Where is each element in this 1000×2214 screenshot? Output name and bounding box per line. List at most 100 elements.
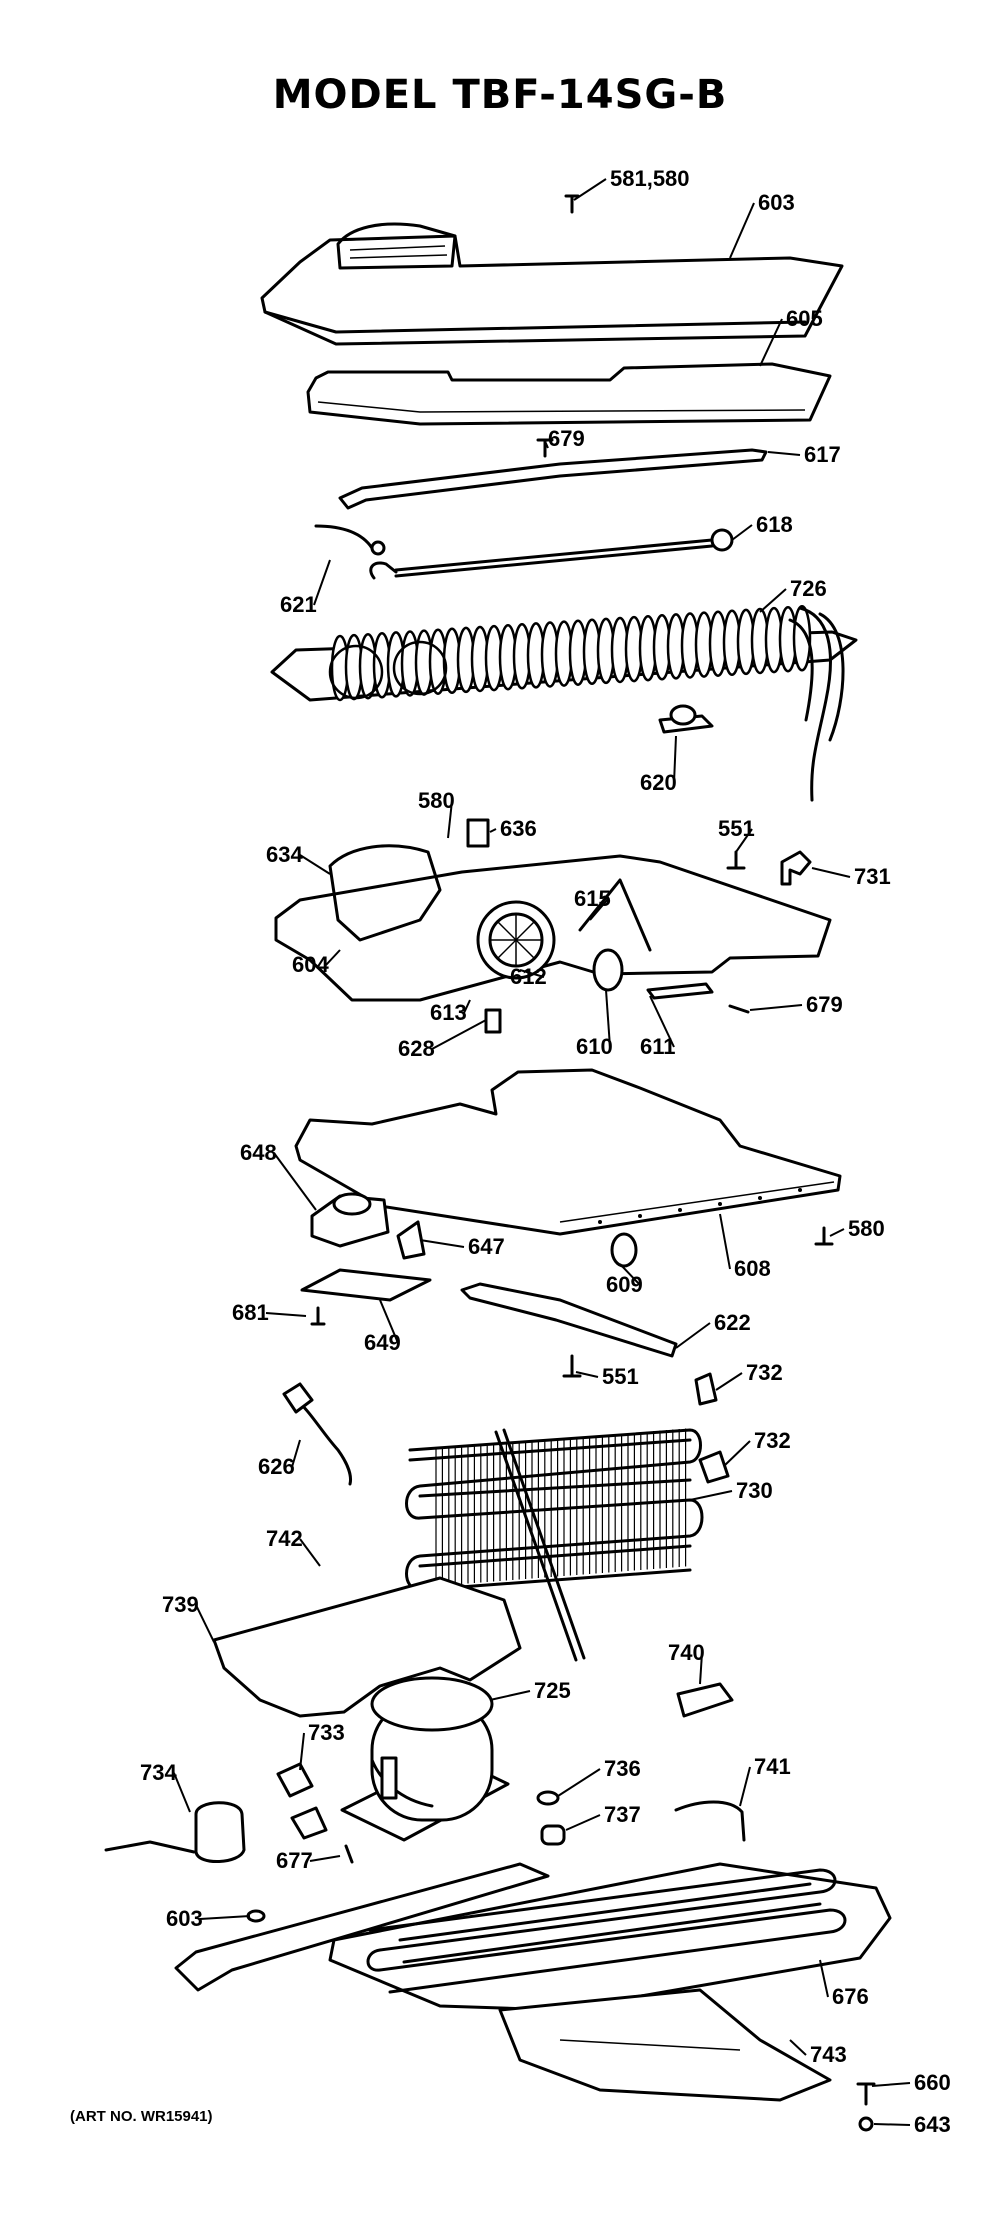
callout-626: 626	[258, 1454, 295, 1479]
leader-line	[325, 949, 341, 966]
leader-line	[299, 854, 331, 875]
callout-581-580: 581,580	[610, 166, 690, 191]
callout-634: 634	[266, 842, 303, 867]
leader-line	[759, 588, 787, 613]
callout-615: 615	[574, 886, 611, 911]
callout-611: 611	[640, 1034, 676, 1059]
leader-line	[199, 1915, 251, 1920]
part-compressor	[340, 1676, 510, 1842]
callout-604: 604	[292, 952, 329, 977]
part-shelf-plate	[294, 1068, 842, 1236]
part-clip-620	[658, 704, 714, 734]
callout-730: 730	[736, 1478, 773, 1503]
callout-681: 681	[232, 1300, 269, 1325]
coil-end	[328, 644, 384, 700]
coil-end	[392, 640, 448, 696]
leader-line	[173, 1772, 191, 1813]
callout-618: 618	[756, 512, 793, 537]
leader-line	[819, 1959, 829, 1998]
leader-line	[739, 1766, 751, 1807]
callout-628: 628	[398, 1036, 435, 1061]
part-top-cover	[260, 222, 844, 346]
leader-line	[313, 559, 331, 606]
callout-648: 648	[240, 1140, 277, 1165]
leader-line	[379, 1299, 399, 1344]
leader-line	[699, 1652, 703, 1685]
callout-609: 609	[606, 1272, 643, 1297]
leader-line	[463, 999, 471, 1014]
callout-679: 679	[806, 992, 843, 1017]
leader-line	[873, 2123, 911, 2126]
leader-line	[759, 318, 783, 367]
callout-733: 733	[308, 1720, 345, 1745]
leader-line	[715, 1372, 743, 1391]
callout-617: 617	[804, 442, 841, 467]
callout-743: 743	[810, 2042, 847, 2067]
leader-line	[309, 1855, 341, 1862]
leader-line	[675, 1322, 711, 1349]
callout-643: 643	[914, 2112, 951, 2137]
callout-551: 551	[602, 1364, 639, 1389]
callout-677: 677	[276, 1848, 313, 1873]
part-gasket	[306, 362, 832, 426]
part-evaporator	[270, 605, 858, 802]
callout-737: 737	[604, 1802, 641, 1827]
leader-line	[735, 828, 753, 853]
callout-736: 736	[604, 1756, 641, 1781]
leader-line	[811, 867, 851, 878]
callout-739: 739	[162, 1592, 199, 1617]
leader-line	[431, 1019, 487, 1050]
leader-line	[447, 800, 453, 839]
leader-line	[489, 1690, 531, 1701]
callout-740: 740	[668, 1640, 705, 1665]
leader-line	[731, 524, 753, 541]
part-base-cover	[212, 1576, 522, 1718]
part-heater-rod	[314, 524, 734, 580]
callout-679: 679	[548, 426, 585, 451]
callout-726: 726	[790, 576, 827, 601]
callout-676: 676	[832, 1984, 869, 2009]
callout-647: 647	[468, 1234, 505, 1259]
callout-636: 636	[500, 816, 537, 841]
leader-line	[299, 1732, 305, 1771]
callout-732: 732	[746, 1360, 783, 1385]
callout-731: 731	[854, 864, 891, 889]
leader-line	[871, 2082, 911, 2087]
leader-line	[489, 828, 497, 833]
callout-621: 621	[280, 592, 317, 617]
callout-741: 741	[754, 1754, 791, 1779]
coil-loop	[792, 605, 812, 672]
leader-line	[649, 995, 675, 1048]
leader-line	[829, 1228, 845, 1237]
leader-line	[419, 1239, 465, 1248]
part-base-frame	[174, 1862, 892, 2102]
leader-line	[605, 989, 611, 1048]
callout-551: 551	[718, 816, 755, 841]
callout-610: 610	[576, 1034, 613, 1059]
leader-line	[749, 1004, 803, 1011]
callout-725: 725	[534, 1678, 571, 1703]
callout-660: 660	[914, 2070, 951, 2095]
callout-603: 603	[166, 1906, 203, 1931]
part-defrost-timer	[310, 1192, 390, 1248]
callout-649: 649	[364, 1330, 401, 1355]
leader-line	[719, 1213, 731, 1270]
part-capacitor	[104, 1801, 246, 1864]
leader-line	[673, 735, 677, 784]
callout-603: 603	[758, 190, 795, 215]
callout-580: 580	[418, 788, 455, 813]
leader-line	[565, 1814, 601, 1831]
leader-line	[723, 1440, 751, 1467]
leader-line	[519, 969, 545, 978]
callout-742: 742	[266, 1526, 303, 1551]
leader-line	[689, 1490, 733, 1501]
leader-line	[273, 1152, 317, 1211]
leader-line	[729, 202, 755, 259]
callout-613: 613	[430, 1000, 467, 1025]
part-fan-housing	[274, 818, 832, 1002]
leader-line	[573, 178, 607, 201]
callout-580: 580	[848, 1216, 885, 1241]
callout-622: 622	[714, 1310, 751, 1335]
callout-620: 620	[640, 770, 677, 795]
